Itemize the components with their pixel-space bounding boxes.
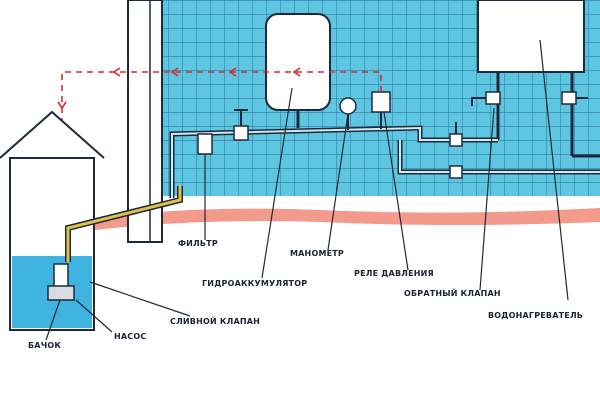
filter-icon xyxy=(197,133,213,155)
label-manometer: МАНОМЕТР xyxy=(290,249,344,258)
valve-icon xyxy=(233,109,249,141)
floor-strip xyxy=(95,208,600,230)
leader-lines xyxy=(45,39,569,341)
label-drain-valve: СЛИВНОЙ КЛАПАН xyxy=(170,315,260,326)
label-check-valve: ОБРАТНЫЙ КЛАПАН xyxy=(404,287,501,298)
pressure-relay-icon xyxy=(371,91,391,129)
label-filter: ФИЛЬТР xyxy=(178,239,218,248)
pump-icon xyxy=(47,263,75,301)
label-pump: НАСОС xyxy=(114,332,146,341)
wall-pillar xyxy=(127,0,163,243)
label-accumulator: ГИДРОАККУМУЛЯТОР xyxy=(202,279,307,288)
label-tank: БАЧОК xyxy=(28,341,61,350)
label-pressure-relay: РЕЛЕ ДАВЛЕНИЯ xyxy=(354,269,434,278)
water-heater xyxy=(477,0,585,73)
well-house xyxy=(0,110,105,331)
heater-tap-icon xyxy=(471,91,588,106)
accumulator-tank xyxy=(265,13,331,111)
check-valve-icon xyxy=(449,122,463,179)
label-water-heater: ВОДОНАГРЕВАТЕЛЬ xyxy=(488,311,583,320)
